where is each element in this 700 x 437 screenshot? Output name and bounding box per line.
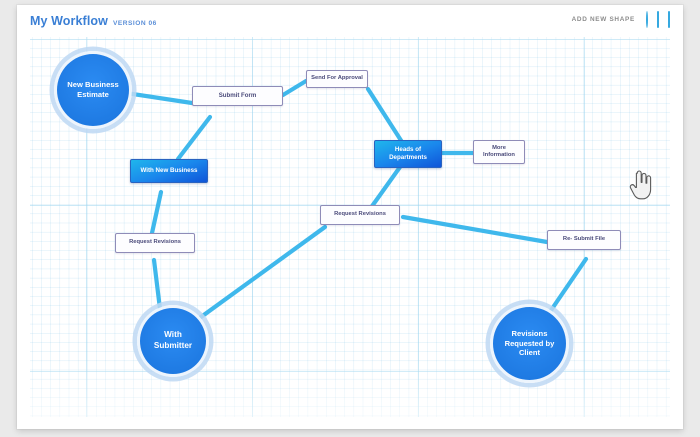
- edge-approval-to-heads: [365, 86, 405, 145]
- circle-shape-button[interactable]: [646, 11, 648, 28]
- node-with-submitter[interactable]: With Submitter: [137, 305, 209, 377]
- rectangle-shape-button[interactable]: [668, 11, 670, 28]
- label-text: Request Revisions: [129, 239, 181, 246]
- workflow-canvas[interactable]: New Business Estimate With Submitter Rev…: [30, 37, 670, 417]
- edge-revisions-left-to-submitter: [151, 257, 163, 312]
- label-submit-form[interactable]: Submit Form: [192, 86, 283, 106]
- workflow-title: My Workflow: [30, 14, 108, 28]
- rectangle-icon: [668, 11, 670, 28]
- edge-new-business-to-revisions-left: [149, 189, 164, 236]
- label-re-submit-file[interactable]: Re- Submit File: [547, 230, 621, 250]
- label-text: More Information: [483, 144, 515, 158]
- add-new-shape-label: ADD NEW SHAPE: [571, 16, 635, 23]
- workflow-version: VERSION 06: [112, 20, 157, 27]
- edge-heads-to-revisions-mid: [367, 164, 403, 212]
- edge-submit-form-to-approval: [280, 78, 309, 98]
- edge-revisions-mid-to-submitter: [187, 224, 328, 328]
- square-shape-button[interactable]: [657, 11, 659, 28]
- node-heads-of-departments[interactable]: Heads of Departments: [374, 140, 442, 168]
- label-text: Submit Form: [218, 92, 257, 100]
- add-shape-toolbar: ADD NEW SHAPE: [571, 11, 670, 28]
- edge-revisions-mid-to-resubmit: [400, 214, 550, 245]
- label-send-for-approval[interactable]: Send For Approval: [306, 70, 368, 88]
- node-label: Revisions Requested by Client: [504, 328, 555, 358]
- edge-estimate-to-submit-form: [123, 90, 195, 106]
- node-new-business-estimate[interactable]: New Business Estimate: [54, 51, 132, 129]
- label-text: Send For Approval: [311, 75, 363, 82]
- node-with-new-business[interactable]: With New Business: [130, 159, 208, 183]
- editor-header: My Workflow VERSION 06 ADD NEW SHAPE: [17, 5, 683, 37]
- circle-icon: [646, 11, 648, 28]
- label-text: Re- Submit File: [562, 236, 606, 243]
- label-more-information[interactable]: More Information: [473, 140, 525, 164]
- node-label: With Submitter: [153, 330, 193, 350]
- label-request-revisions-left[interactable]: Request Revisions: [115, 233, 195, 253]
- node-label: New Business Estimate: [67, 80, 119, 99]
- page-title: My Workflow VERSION 06: [30, 14, 157, 28]
- node-label: With New Business: [140, 167, 198, 175]
- node-label: Heads of Departments: [389, 146, 427, 161]
- connector-layer: [123, 78, 589, 328]
- label-text: Request Revisions: [334, 211, 386, 218]
- node-revisions-requested-by-client[interactable]: Revisions Requested by Client: [490, 304, 569, 383]
- editor-card: My Workflow VERSION 06 ADD NEW SHAPE: [17, 5, 683, 429]
- label-request-revisions-mid[interactable]: Request Revisions: [320, 205, 400, 225]
- square-icon: [657, 11, 659, 28]
- edge-submit-form-to-new-business: [175, 114, 213, 162]
